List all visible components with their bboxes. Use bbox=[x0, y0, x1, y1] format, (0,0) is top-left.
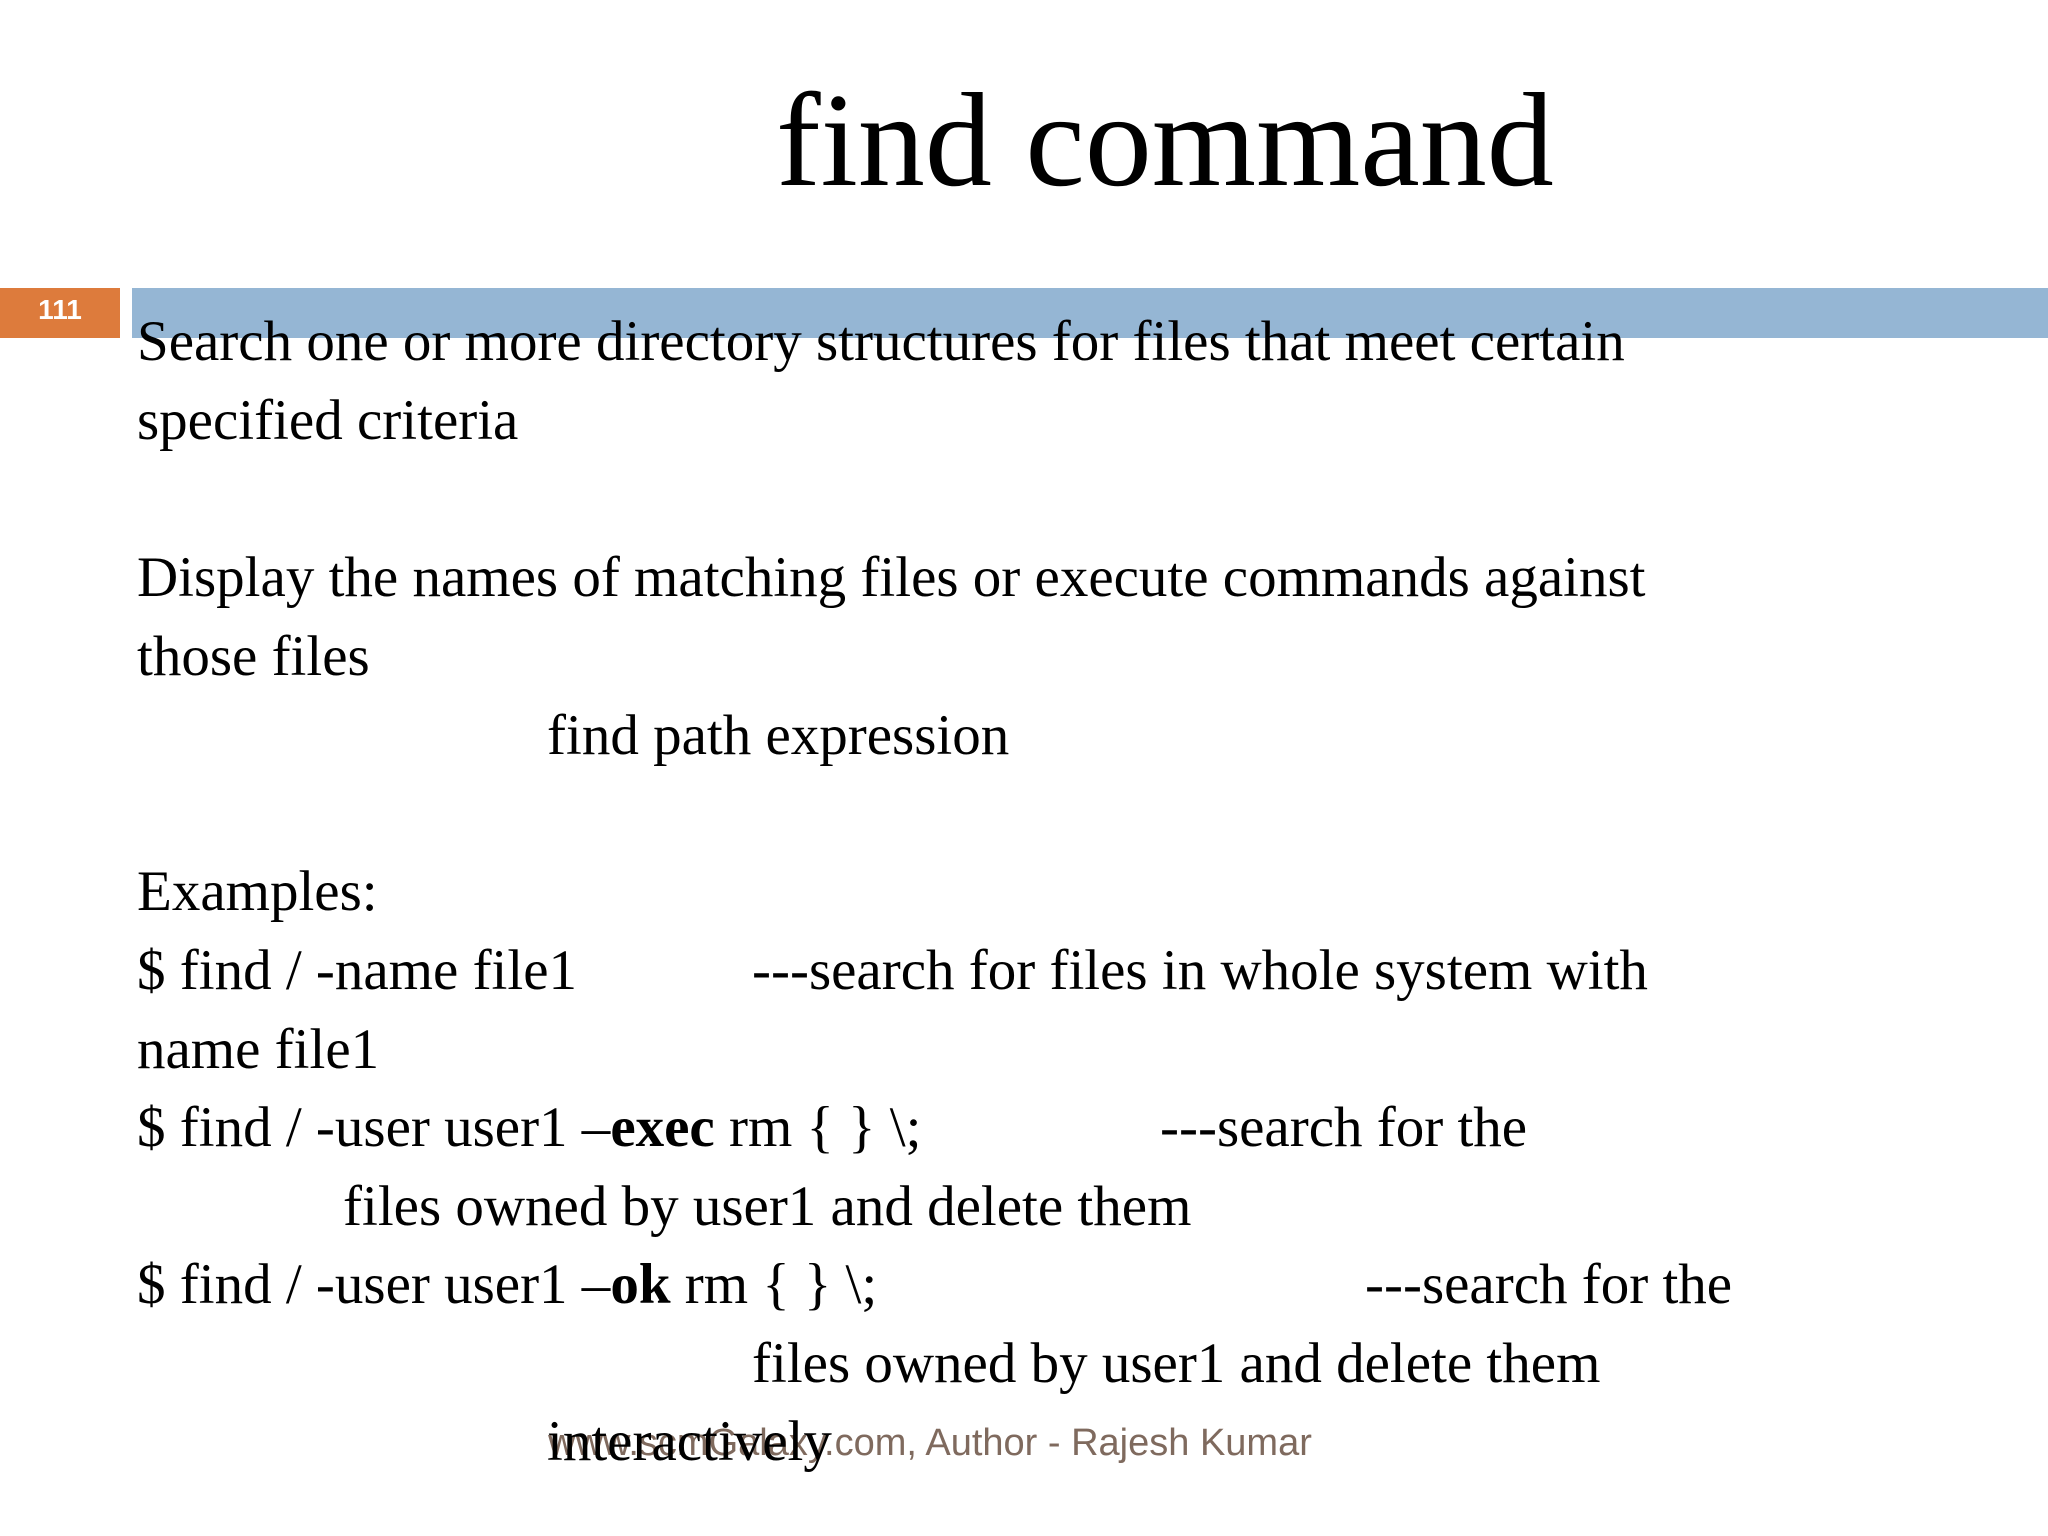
example-description: name file1 bbox=[137, 1018, 380, 1081]
slide-number-badge: 111 bbox=[0, 288, 120, 338]
example-description: ---search for files in whole system with bbox=[752, 939, 1648, 1002]
example-description: ---search for the bbox=[1160, 1096, 1528, 1159]
body-text-line: Search one or more directory structures … bbox=[137, 310, 1625, 373]
example-description: files owned by user1 and delete them bbox=[343, 1175, 1192, 1238]
example-command: $ find / -user user1 –ok rm { } \; bbox=[137, 1253, 878, 1316]
footer-credit: www.scmGalaxy.com, Author - Rajesh Kumar bbox=[548, 1422, 1312, 1464]
example-description: ---search for the bbox=[1365, 1253, 1733, 1316]
slide-title: find command bbox=[776, 66, 1554, 214]
body-text-line: Display the names of matching files or e… bbox=[137, 546, 1646, 609]
body-text-line: specified criteria bbox=[137, 389, 519, 452]
examples-heading: Examples: bbox=[137, 860, 378, 923]
example-command: $ find / -user user1 –exec rm { } \; bbox=[137, 1096, 922, 1159]
header-accent-bar bbox=[132, 288, 2048, 338]
body-text-line: those files bbox=[137, 625, 370, 688]
syntax-line: find path expression bbox=[547, 704, 1010, 767]
example-command: $ find / -name file1 bbox=[137, 939, 578, 1002]
example-description: files owned by user1 and delete them bbox=[752, 1332, 1601, 1395]
example-description: interactively bbox=[547, 1410, 832, 1473]
